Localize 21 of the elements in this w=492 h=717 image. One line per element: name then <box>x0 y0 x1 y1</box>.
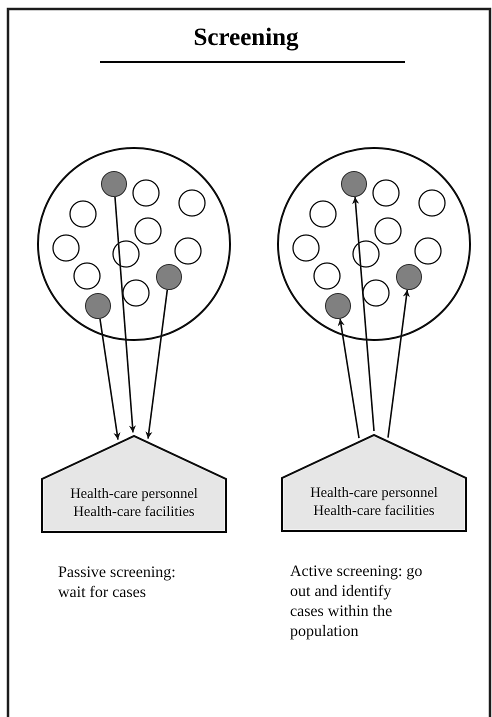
case-circle <box>156 264 182 290</box>
case-circle <box>101 171 127 197</box>
case-circle <box>325 293 351 319</box>
facility-label: Health-care personnel Health-care facilities <box>309 484 439 520</box>
case-circle <box>341 171 367 197</box>
facility-label: Health-care personnel Health-care facilities <box>69 485 199 521</box>
health-care-house <box>41 435 227 533</box>
arrow <box>145 290 168 439</box>
arrow <box>99 318 120 440</box>
case-circle <box>396 264 422 290</box>
screening-caption: Active screening: go out and identify cases within the population <box>290 562 424 642</box>
health-care-house <box>281 434 467 532</box>
arrow <box>387 290 410 438</box>
population-circle <box>37 147 231 341</box>
case-circle <box>85 293 111 319</box>
title: Screening <box>192 24 300 52</box>
arrow <box>352 196 375 432</box>
arrow <box>114 196 136 433</box>
arrow <box>338 318 360 438</box>
screening-caption: Passive screening: wait for cases <box>58 563 177 603</box>
population-circle <box>277 147 471 341</box>
